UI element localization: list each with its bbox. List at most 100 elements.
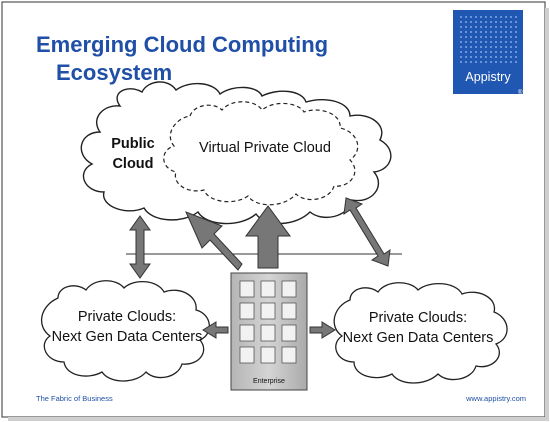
logo-registered-mark: ®: [518, 89, 523, 96]
logo-dot: [460, 36, 462, 38]
logo-dot: [500, 51, 502, 53]
logo-dot: [465, 41, 467, 43]
logo-dot: [460, 61, 462, 63]
logo-dot: [490, 51, 492, 53]
logo-dot: [495, 36, 497, 38]
logo-dot: [480, 26, 482, 28]
logo-dot: [510, 61, 512, 63]
logo-dot: [515, 51, 517, 53]
private-cloud-right: [333, 282, 508, 384]
logo-dot: [495, 21, 497, 23]
logo-dot: [475, 56, 477, 58]
logo-dot: [465, 21, 467, 23]
logo-dot: [500, 56, 502, 58]
logo-dot: [470, 16, 472, 18]
building-window: [260, 280, 276, 298]
logo-dot: [490, 56, 492, 58]
logo-dot: [465, 36, 467, 38]
arrow-to-left-private: [202, 321, 229, 339]
logo-dot: [510, 41, 512, 43]
logo-dot: [495, 61, 497, 63]
logo-dot: [505, 21, 507, 23]
logo-dot: [460, 31, 462, 33]
logo-dot: [485, 36, 487, 38]
building-window: [239, 346, 255, 364]
private-cloud-left: [40, 280, 210, 382]
logo-dot: [515, 56, 517, 58]
logo-dot: [465, 31, 467, 33]
logo-dot: [500, 46, 502, 48]
appistry-logo: Appistry ®: [453, 10, 523, 96]
logo-dot: [510, 16, 512, 18]
logo-dot: [460, 56, 462, 58]
logo-dot: [515, 16, 517, 18]
logo-dot: [460, 51, 462, 53]
logo-dot: [505, 36, 507, 38]
logo-dot: [470, 51, 472, 53]
logo-dot: [485, 21, 487, 23]
logo-dot: [470, 46, 472, 48]
logo-dot: [480, 36, 482, 38]
logo-dot: [475, 36, 477, 38]
building-window: [281, 302, 297, 320]
logo-dot: [500, 36, 502, 38]
logo-dot: [515, 31, 517, 33]
logo-dot: [485, 31, 487, 33]
logo-dot: [505, 51, 507, 53]
logo-dot: [495, 56, 497, 58]
logo-dot: [505, 61, 507, 63]
logo-dot: [515, 41, 517, 43]
logo-dot: [475, 26, 477, 28]
logo-dot: [515, 46, 517, 48]
logo-dot: [495, 51, 497, 53]
building-window: [281, 280, 297, 298]
private-cloud-left-label-1: Private Clouds:: [78, 309, 176, 325]
logo-dot: [505, 46, 507, 48]
logo-dot: [465, 16, 467, 18]
virtual-private-cloud-label: Virtual Private Cloud: [199, 140, 331, 156]
logo-dot: [480, 51, 482, 53]
enterprise-label: Enterprise: [253, 378, 285, 385]
logo-dot: [480, 61, 482, 63]
logo-dot: [515, 26, 517, 28]
logo-dot: [485, 61, 487, 63]
logo-dot: [505, 31, 507, 33]
logo-dot: [490, 41, 492, 43]
building-window: [260, 324, 276, 342]
logo-dot: [475, 21, 477, 23]
logo-dot: [495, 46, 497, 48]
logo-dot: [480, 31, 482, 33]
logo-dot: [470, 26, 472, 28]
logo-dot: [515, 61, 517, 63]
title-line-2: Ecosystem: [56, 60, 172, 85]
logo-dot: [480, 46, 482, 48]
public-cloud-label-1: Public: [111, 136, 155, 152]
logo-dot: [490, 61, 492, 63]
logo-dot: [475, 16, 477, 18]
logo-dot: [490, 46, 492, 48]
logo-dot: [510, 46, 512, 48]
logo-dot: [505, 41, 507, 43]
logo-dot: [500, 26, 502, 28]
logo-dot: [515, 36, 517, 38]
logo-dot: [485, 41, 487, 43]
logo-dot: [465, 61, 467, 63]
logo-dot: [490, 31, 492, 33]
building-window: [281, 346, 297, 364]
logo-dot: [460, 21, 462, 23]
logo-dot: [475, 41, 477, 43]
logo-dot: [485, 46, 487, 48]
logo-dot: [510, 21, 512, 23]
public-cloud-label-2: Cloud: [112, 156, 153, 172]
logo-dot: [495, 16, 497, 18]
logo-dot: [495, 26, 497, 28]
logo-dot: [470, 61, 472, 63]
building-windows: [239, 280, 297, 364]
logo-dot: [510, 51, 512, 53]
logo-dot: [465, 46, 467, 48]
logo-dot: [500, 31, 502, 33]
logo-dot: [510, 31, 512, 33]
logo-dot: [465, 56, 467, 58]
